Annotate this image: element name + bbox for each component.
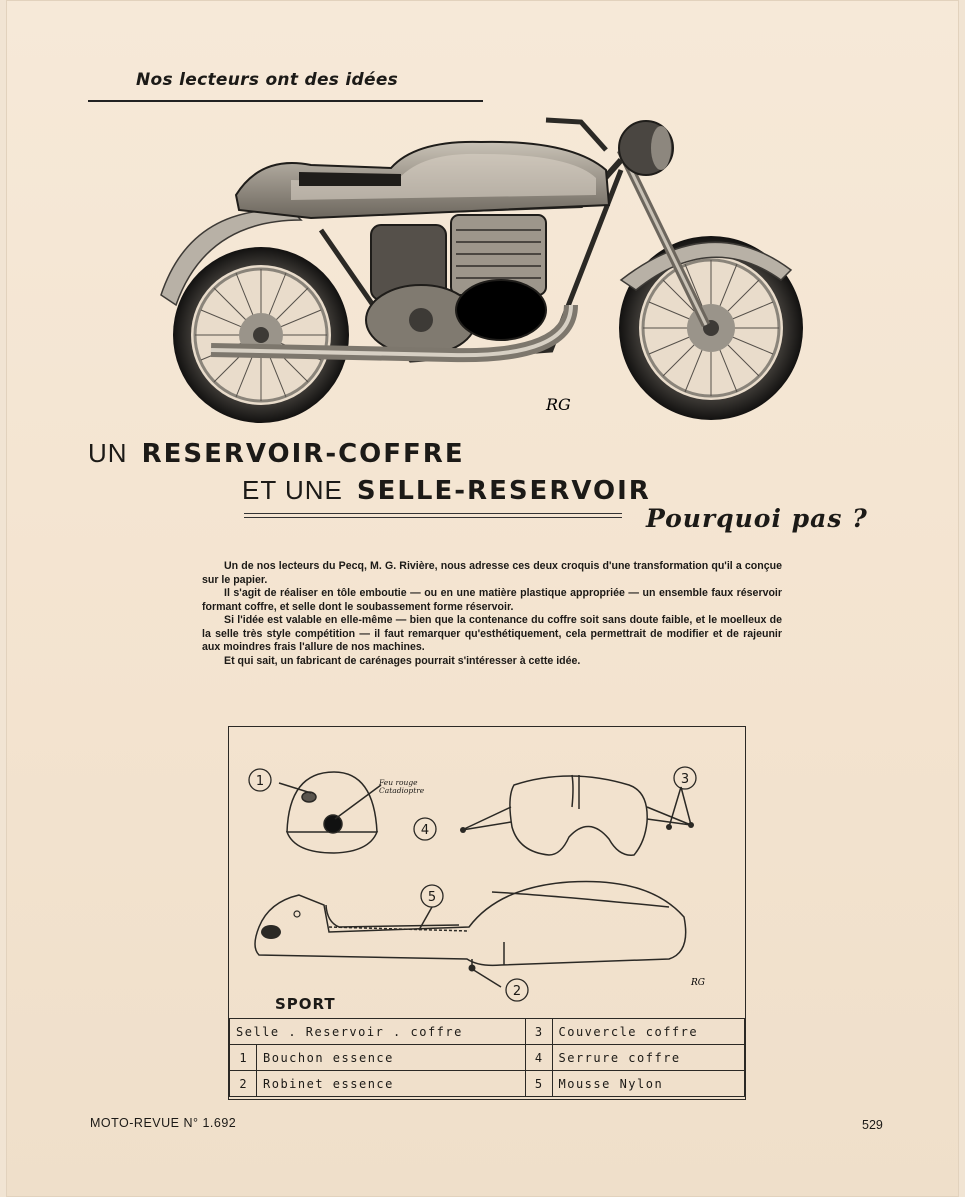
engine: [365, 214, 547, 356]
legend-number: 2: [229, 1070, 257, 1097]
motorcycle-illustration: RG: [160, 117, 803, 423]
headline-line-2-small: ET UNE: [242, 475, 343, 505]
page-number: 529: [862, 1118, 883, 1132]
technical-sketch: 1 2 3 4 5 Feu rouge Catadioptre RG SPORT…: [228, 726, 746, 1100]
sketch-note-reflector: Catadioptre: [379, 786, 425, 795]
legend-cell: Mousse Nylon: [551, 1070, 745, 1097]
rear-wheel: [173, 247, 349, 423]
headline-rule-top: [244, 513, 622, 514]
legend-cell: Serrure coffre: [551, 1044, 745, 1071]
article-paragraph: Et qui sait, un fabricant de carénages p…: [224, 654, 581, 667]
article-body: Un de nos lecteurs du Pecq, M. G. Rivièr…: [202, 560, 782, 668]
sketch-label: SPORT: [275, 995, 336, 1013]
headline-line-2-big: SELLE-RESERVOIR: [356, 476, 651, 506]
headline-line-1-big: RESERVOIR-COFFRE: [141, 439, 465, 469]
legend-row: 2 Robinet essence 5 Mousse Nylon: [229, 1070, 745, 1097]
callout-1: 1: [256, 774, 264, 789]
article-paragraph: Un de nos lecteurs du Pecq, M. G. Rivièr…: [202, 560, 782, 586]
callout-3: 3: [681, 772, 689, 787]
sketch-signature: RG: [690, 978, 705, 988]
sketch-note-light: Feu rouge: [378, 778, 418, 787]
headline-tagline: Pourquoi pas ?: [646, 504, 868, 533]
callout-4: 4: [421, 823, 429, 838]
headline-line-1: UN RESERVOIR-COFFRE: [88, 438, 465, 469]
legend-cell: Couvercle coffre: [551, 1018, 745, 1045]
article-paragraph: Si l'idée est valable en elle-même — bie…: [202, 614, 782, 653]
illustration-signature: RG: [545, 395, 571, 414]
callout-5: 5: [428, 890, 436, 905]
footer-publication: MOTO-REVUE N° 1.692: [90, 1116, 237, 1130]
headline-rule-bottom: [244, 517, 622, 518]
legend-number: 3: [524, 1018, 553, 1045]
parts-legend: Selle . Reservoir . coffre 3 Couvercle c…: [229, 1018, 745, 1097]
article-paragraph: Il s'agit de réaliser en tôle emboutie —…: [202, 587, 782, 613]
legend-cell: Robinet essence: [256, 1070, 526, 1097]
legend-row: 1 Bouchon essence 4 Serrure coffre: [229, 1044, 745, 1071]
front-wheel: [619, 236, 803, 420]
section-underline: [88, 100, 483, 102]
sketch-drawing: 1 2 3 4 5 Feu rouge Catadioptre RG: [248, 766, 705, 1002]
headline-line-1-small: UN: [88, 438, 128, 468]
legend-cell: Bouchon essence: [256, 1044, 526, 1071]
legend-cell: Selle . Reservoir . coffre: [229, 1018, 526, 1045]
headline-line-2: ET UNE SELLE-RESERVOIR: [242, 475, 651, 506]
legend-number: 5: [524, 1070, 553, 1097]
callout-2: 2: [513, 984, 521, 999]
legend-number: 4: [524, 1044, 553, 1071]
section-header: Nos lecteurs ont des idées: [136, 70, 399, 90]
magazine-page: Nos lecteurs ont des idées: [6, 0, 959, 1197]
legend-row: Selle . Reservoir . coffre 3 Couvercle c…: [229, 1018, 745, 1045]
legend-number: 1: [229, 1044, 257, 1071]
